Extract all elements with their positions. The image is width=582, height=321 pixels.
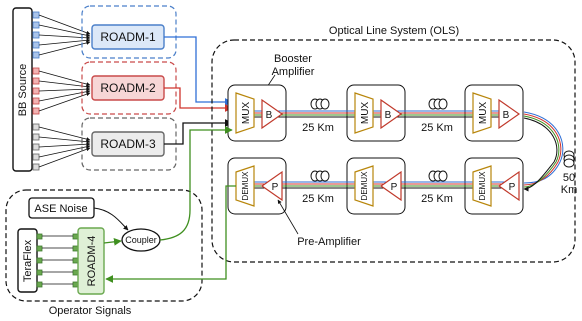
preamp-p-label-1: P — [272, 182, 279, 193]
teraflex-block: TeraFlex — [17, 228, 38, 293]
roadm-3: ROADM-3 — [91, 131, 165, 157]
ase-to-coupler-link — [93, 207, 129, 231]
booster-b-label-3: B — [503, 110, 510, 121]
ase-noise-label: ASE Noise — [34, 203, 87, 215]
pre-amplifier-label: Pre-Amplifier — [297, 236, 361, 248]
span-top-1-label: 25 Km — [302, 122, 334, 134]
demux-label-2: DEMUX — [360, 171, 369, 201]
bb-ports-group-2 — [32, 67, 40, 115]
booster-b-label-2: B — [385, 110, 392, 121]
roadm2-link — [164, 87, 233, 112]
demux-label-1: DEMUX — [241, 171, 250, 201]
span-top-2-label: 25 Km — [421, 122, 453, 134]
teraflex-roadm4-links — [36, 233, 79, 288]
spool-icon-top-1 — [310, 98, 330, 110]
bb-ports-group-1 — [32, 11, 40, 59]
mux-unit-1: MUX B — [235, 92, 284, 134]
roadm1-enclosure — [81, 5, 177, 59]
booster-amplifier-label-2: Amplifier — [272, 66, 315, 78]
coupler-block: Coupler — [121, 228, 161, 252]
ols-enclosure — [211, 39, 576, 263]
roadm1-label: ROADM-1 — [100, 30, 156, 44]
preamp-p-label-3: P — [509, 182, 516, 193]
span-50km-label-1: 50 — [563, 172, 575, 184]
roadm4-to-coupler-link — [103, 237, 122, 246]
roadm3-link — [164, 119, 233, 145]
operator-enclosure — [5, 189, 203, 302]
roadm-2: ROADM-2 — [91, 75, 165, 101]
mux-unit-3: MUX B — [472, 92, 521, 134]
bb-ports-group-3 — [32, 123, 40, 171]
preamp-p-label-2: P — [391, 182, 398, 193]
operator-signals-label: Operator Signals — [49, 305, 132, 317]
span-bottom-1-label: 25 Km — [302, 193, 334, 205]
roadm4-label: ROADM-4 — [86, 236, 98, 287]
spool-icon-top-2 — [428, 98, 448, 110]
teraflex-label: TeraFlex — [22, 239, 34, 282]
booster-b-label-1: B — [266, 110, 273, 121]
coupler-label: Coupler — [125, 235, 157, 245]
bb-source-label: BB Source — [17, 64, 29, 117]
ols-title: Optical Line System (OLS) — [329, 25, 459, 37]
bb-source-block: BB Source — [12, 7, 33, 172]
mux-label-1: MUX — [241, 102, 252, 125]
demux-unit-1: DEMUX P — [235, 165, 283, 207]
mux-label-2: MUX — [360, 102, 371, 125]
roadm1-link — [164, 36, 233, 106]
roadm2-label: ROADM-2 — [100, 81, 156, 95]
spool-50km-icon — [563, 150, 575, 168]
spool-icon-bottom-2 — [428, 170, 448, 182]
demux-label-3: DEMUX — [478, 171, 487, 201]
ase-noise-block: ASE Noise — [28, 197, 95, 219]
roadm-4: ROADM-4 — [77, 227, 105, 295]
bb-to-roadm-links — [38, 14, 91, 168]
span-bottom-2-label: 25 Km — [421, 193, 453, 205]
booster-amplifier-label-1: Booster — [274, 53, 312, 65]
roadm3-label: ROADM-3 — [100, 137, 156, 151]
mux-label-3: MUX — [478, 102, 489, 125]
demux-unit-3: DEMUX P — [472, 165, 520, 207]
coupler-to-mux-link — [159, 126, 233, 241]
spool-icon-bottom-1 — [310, 170, 330, 182]
preamp-callout — [277, 199, 299, 235]
demux-unit-2: DEMUX P — [354, 165, 402, 207]
mux-unit-2: MUX B — [354, 92, 403, 134]
span-50km-label-2: Km — [561, 184, 578, 196]
demux-to-roadm4-link — [105, 185, 236, 283]
loopback-fiber — [523, 111, 564, 192]
roadm-1: ROADM-1 — [91, 24, 165, 50]
